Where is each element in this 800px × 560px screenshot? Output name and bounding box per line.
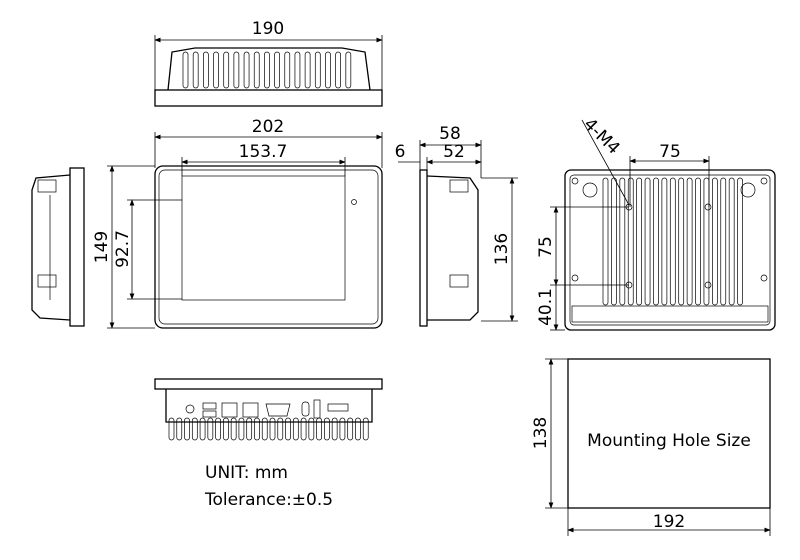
heatsink-fin (695, 177, 701, 306)
heatsink-fin (191, 417, 198, 441)
heatsink-fin (254, 417, 260, 441)
dim-vesa-vertical: 75 (536, 236, 556, 258)
heatsink-fin (274, 51, 280, 89)
heatsink-fin (233, 51, 240, 89)
heatsink-fin (653, 177, 659, 306)
tolerance-note: Tolerance:±0.5 (204, 490, 333, 510)
heatsink-fin (184, 417, 190, 441)
dim-front-height: 149 (92, 231, 112, 263)
dim-vesa-horizontal: 75 (659, 142, 681, 162)
heatsink-fin (261, 417, 268, 441)
heatsink-fin (203, 51, 209, 89)
heatsink-fin (737, 177, 743, 306)
dim-side-height: 136 (492, 233, 512, 265)
dim-top-width: 190 (252, 19, 284, 39)
heatsink-fin (324, 417, 330, 441)
heatsink-fin (712, 177, 718, 306)
front-view: 202 153.7 92.7 149 (92, 117, 383, 329)
heatsink-fin (347, 417, 354, 441)
heatsink-fin (362, 417, 369, 441)
heatsink-fin (285, 417, 291, 441)
heatsink-fin (325, 51, 331, 89)
heatsink-fin (213, 51, 219, 89)
right-side-view: 58 52 6 136 (395, 124, 518, 327)
heatsink-fin (243, 51, 250, 89)
dim-cutout-height: 138 (531, 417, 551, 449)
heatsink-fin (644, 177, 651, 306)
dim-cutout-width: 192 (653, 512, 685, 532)
mounting-cutout: Mounting Hole Size 138 192 (531, 358, 771, 536)
unit-note: UNIT: mm (205, 463, 288, 483)
heatsink-fin (253, 51, 260, 89)
heatsink-fin (355, 417, 361, 441)
cutout-label: Mounting Hole Size (587, 431, 751, 451)
heatsink-fin (728, 177, 735, 306)
heatsink-fin (611, 177, 617, 306)
heatsink-fin (661, 177, 668, 306)
heatsink-fin (215, 417, 221, 441)
heatsink-fin (182, 51, 189, 89)
heatsink-fin (192, 51, 199, 89)
heatsink-fin (199, 417, 206, 441)
heatsink-fin (345, 51, 352, 89)
heatsink-fin (294, 51, 301, 89)
top-view: 190 (154, 19, 383, 107)
heatsink-fin (264, 51, 270, 89)
heatsink-fin (720, 177, 727, 306)
dim-side-depth-body: 52 (443, 142, 465, 162)
heatsink-fin (308, 417, 315, 441)
heatsink-fin (335, 51, 341, 89)
heatsink-fin (300, 417, 307, 441)
dim-screen-width: 153.7 (239, 142, 288, 162)
heatsink-fin (246, 417, 253, 441)
left-side-view (31, 167, 85, 327)
heatsink-fin (339, 417, 346, 441)
heatsink-fin (168, 417, 175, 441)
heatsink-fin (331, 417, 338, 441)
heatsink-fin (686, 177, 693, 306)
dim-side-bezel: 6 (395, 142, 406, 162)
heatsink-fin (602, 177, 609, 306)
heatsink-fin (619, 177, 626, 306)
bottom-view (154, 378, 383, 441)
heatsink-fin (223, 51, 230, 89)
heatsink-fin (304, 51, 311, 89)
heatsink-fin (269, 417, 276, 441)
heatsink-fin (284, 51, 291, 89)
heatsink-fin (277, 417, 284, 441)
heatsink-fin (207, 417, 214, 441)
rear-view: 75 75 40.1 4-M4 (536, 114, 776, 331)
dim-vesa-bottom-offset: 40.1 (536, 288, 556, 326)
heatsink-fin (238, 417, 245, 441)
heatsink-fin (703, 177, 710, 306)
heatsink-fin (669, 177, 676, 306)
dim-front-width: 202 (252, 117, 284, 137)
heatsink-fin (636, 177, 642, 306)
screw-callout: 4-M4 (579, 114, 623, 158)
heatsink-fin (678, 177, 685, 306)
heatsink-fin (627, 177, 634, 306)
heatsink-fin (314, 51, 321, 89)
heatsink-fin (230, 417, 237, 441)
heatsink-fin (316, 417, 322, 441)
heatsink-fin (223, 417, 229, 441)
dim-screen-height: 92.7 (113, 230, 133, 268)
heatsink-fin (292, 417, 299, 441)
heatsink-fin (176, 417, 183, 441)
dim-side-depth-total: 58 (439, 124, 461, 144)
